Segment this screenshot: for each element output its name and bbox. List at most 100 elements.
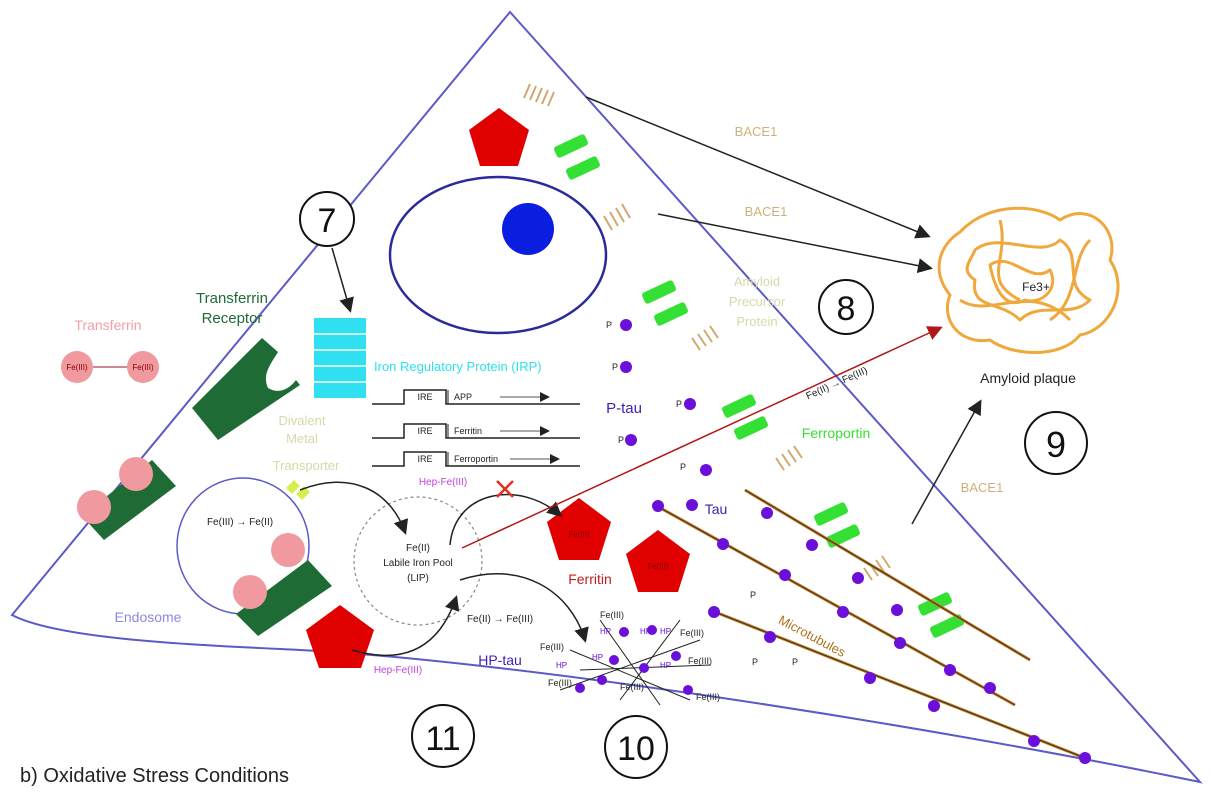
mt-p-labels: P P P	[750, 590, 798, 667]
ire-row-ferritin: IRE Ferritin	[372, 423, 580, 439]
microtubules-label: Microtubules	[776, 612, 849, 660]
hp-label: HP	[592, 653, 603, 662]
app-label-2: Precursor	[729, 294, 786, 309]
ire-label: IRE	[417, 426, 432, 436]
step-7: 7	[318, 202, 337, 240]
endosome-iron-1	[271, 533, 305, 567]
ferritin-pentagon-top	[469, 108, 529, 166]
app-label-1: Amyloid	[734, 274, 780, 289]
hptau-hp-labels: HP HP HP HP HP HP	[556, 627, 671, 670]
lip-label-2: Labile Iron Pool	[383, 558, 453, 569]
hptau-tangle	[559, 619, 711, 706]
dmt-transporter	[286, 480, 310, 500]
p-label: P	[680, 462, 686, 472]
arrow-endosome-to-lip	[299, 481, 409, 535]
microtubules	[654, 488, 1091, 762]
step-9-circle	[1024, 411, 1088, 475]
transferrin-iron-left	[61, 351, 93, 383]
hp-label: HP	[660, 661, 671, 670]
bace-markers	[523, 83, 891, 581]
transferrin-fe-right: Fe(III)	[132, 363, 154, 372]
irp-block	[314, 318, 366, 398]
receptor-label-1: Transferrin	[196, 290, 268, 307]
bace-label-top: BACE1	[735, 124, 778, 139]
nucleus	[388, 175, 608, 335]
bound-iron-2	[119, 457, 153, 491]
step-10-circle	[604, 715, 668, 779]
gene-label: Ferritin	[454, 426, 482, 436]
plaque-fe-label: Fe3+	[1022, 280, 1050, 294]
step-8: 8	[837, 290, 856, 328]
ire-row-ferroportin: IRE Ferroportin	[372, 451, 580, 467]
step-11: 11	[425, 720, 460, 758]
p-label: P	[612, 362, 618, 372]
hptau-phosphates	[575, 625, 693, 695]
arrow-lip-to-ferritin	[449, 493, 563, 546]
hep-fe-bottom: Hep-Fe(III)	[374, 665, 422, 676]
lip-reaction: Fe(II) → Fe(III)	[467, 614, 533, 625]
ferritin-pentagon-bottom	[306, 605, 374, 668]
transferrin-fe-left: Fe(III)	[66, 363, 88, 372]
tau-phosphates	[652, 500, 1091, 764]
hp-label: HP	[660, 627, 671, 636]
ire-row-app: IRE APP	[372, 389, 580, 405]
ferroportin-label: Ferroportin	[802, 425, 870, 441]
p-label: P	[750, 590, 756, 600]
bace-arrow-mid	[657, 213, 933, 274]
hptau-fe-labels: Fe(III) Fe(III) Fe(III) Fe(III) Fe(III) …	[540, 610, 720, 702]
blocked-mark	[496, 480, 514, 498]
lip-label-1: Fe(II)	[406, 543, 430, 554]
tau-label: Tau	[705, 501, 728, 517]
arrow-7-to-irp	[331, 247, 354, 313]
lip-label-3: (LIP)	[407, 573, 429, 584]
labile-iron-pool	[353, 496, 483, 626]
hp-label: HP	[640, 627, 651, 636]
dmt-label-1: Divalent	[279, 413, 326, 428]
ferritin-pentagon-b	[626, 530, 690, 592]
bace-arrow-right	[911, 399, 982, 525]
red-arrow-to-plaque	[461, 326, 943, 549]
endosome-reaction: Fe(III) → Fe(II)	[207, 517, 273, 528]
ire-label: IRE	[417, 392, 432, 402]
step-7-circle	[299, 191, 355, 247]
ferroportin-channels	[554, 134, 964, 638]
ferritin-pentagon-a	[547, 498, 611, 560]
bound-iron-1	[77, 490, 111, 524]
irp-label: Iron Regulatory Protein (IRP)	[374, 359, 542, 374]
p-label: P	[606, 320, 612, 330]
arrow-ferritin-to-lip	[351, 595, 460, 656]
p-label: P	[676, 399, 682, 409]
hp-label: HP	[600, 627, 611, 636]
step-9: 9	[1046, 424, 1066, 465]
ptau-phosphates	[620, 319, 712, 511]
ptau-p-labels: P P P P P	[606, 320, 686, 472]
ferritin-fe-b: Fe(III)	[647, 562, 669, 571]
dmt-label-3: Transporter	[273, 458, 340, 473]
hp-label: HP	[556, 661, 567, 670]
transferrin-label: Transferrin	[74, 317, 141, 333]
hep-fe-top: Hep-Fe(III)	[419, 477, 467, 488]
gene-label: Ferroportin	[454, 454, 498, 464]
p-label: P	[618, 435, 624, 445]
step-10: 10	[617, 730, 655, 768]
receptor-label-2: Receptor	[202, 310, 263, 327]
endosome-receptor	[236, 560, 332, 636]
gene-label: APP	[454, 392, 472, 402]
hp-fe-label: Fe(III)	[548, 678, 572, 688]
hp-fe-label: Fe(III)	[620, 682, 644, 692]
hp-fe-label: Fe(III)	[696, 692, 720, 702]
bace-label-mid: BACE1	[745, 204, 788, 219]
hp-fe-label: Fe(III)	[680, 628, 704, 638]
endosome-iron-2	[233, 575, 267, 609]
dmt-label-2: Metal	[286, 431, 318, 446]
p-label: P	[792, 657, 798, 667]
p-label: P	[752, 657, 758, 667]
hptau-label: HP-tau	[478, 652, 522, 668]
caption: b) Oxidative Stress Conditions	[20, 765, 289, 787]
red-arrow-reaction: Fe(II) → Fe(III)	[805, 365, 870, 402]
transferrin-receptor	[192, 338, 300, 440]
transferrin-receptor-bound	[82, 460, 176, 540]
step-11-circle	[411, 704, 475, 768]
